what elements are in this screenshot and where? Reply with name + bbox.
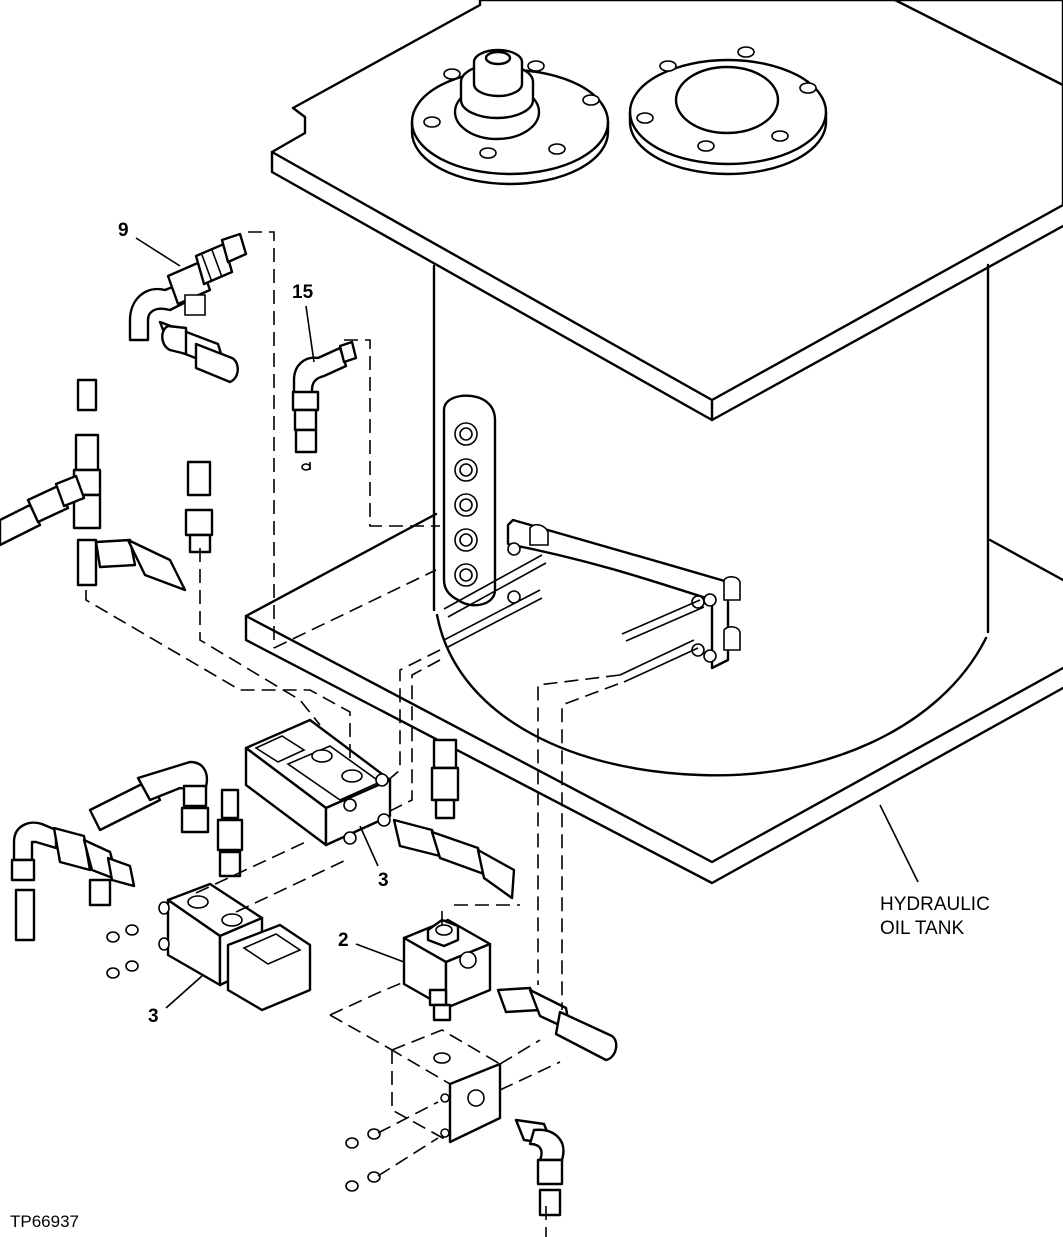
straight-fitting-center-upper <box>184 460 214 554</box>
callout-3-lower: 3 <box>148 1006 159 1027</box>
fitting-assembly-left-lower <box>10 760 244 942</box>
cross-fitting-assembly-left <box>0 378 187 592</box>
elbow-fitting-15 <box>291 340 358 471</box>
tank-label-line1: HYDRAULIC <box>880 894 990 915</box>
fitting-assembly-9 <box>128 232 248 384</box>
callout-15: 15 <box>292 282 314 303</box>
tank-bottom-plate <box>244 512 1063 885</box>
tank-leader-line <box>879 804 919 883</box>
tank-flange-left <box>410 48 610 186</box>
hydraulic-oil-tank <box>244 0 1063 885</box>
figure-code: TP66937 <box>10 1212 79 1231</box>
callout-2: 2 <box>338 930 349 951</box>
callout-3-upper: 3 <box>378 870 389 891</box>
fitting-assembly-right-of-valve-3 <box>392 738 516 900</box>
solenoid-valve-3-upper <box>244 718 392 847</box>
tank-cylinder <box>432 263 990 777</box>
callout-leaders <box>135 237 405 1009</box>
tank-label-line2: OIL TANK <box>880 918 964 939</box>
manifold-block-lower <box>345 1029 565 1217</box>
tank-flange-right <box>628 46 828 176</box>
valve-mounting-bracket <box>443 518 741 683</box>
solenoid-valve-3-lower <box>106 882 312 1012</box>
callout-9: 9 <box>118 220 129 241</box>
tank-port-plate <box>442 394 497 607</box>
assembly-dashed-lines <box>85 231 621 1237</box>
relief-valve-2 <box>402 918 492 1022</box>
hose-assembly-right <box>496 986 618 1062</box>
